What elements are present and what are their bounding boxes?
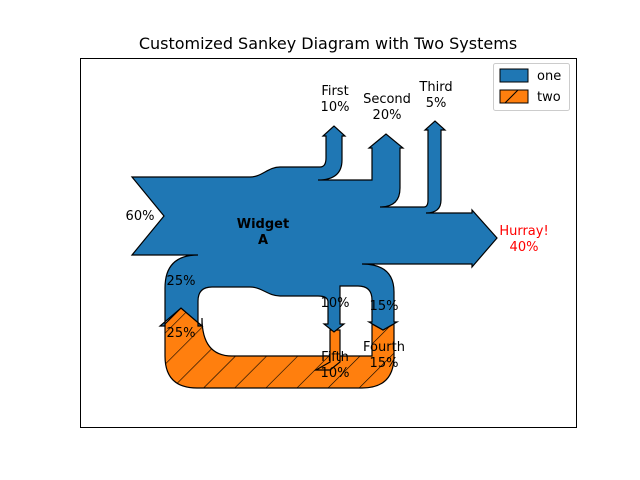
sankey-system-two [164, 307, 395, 389]
legend: one two [493, 63, 570, 111]
legend-swatch-one [499, 68, 529, 83]
fifth-name: Fifth [321, 350, 349, 365]
fifth-value: 10% [321, 366, 350, 381]
system-one-flow [130, 120, 498, 333]
fourth-name: Fourth [363, 340, 405, 355]
loop-out-value: 25% [167, 274, 196, 289]
loop-in-value: 25% [167, 326, 196, 341]
third-name: Third [418, 80, 452, 95]
chart-title: Customized Sankey Diagram with Two Syste… [139, 34, 517, 53]
fifth-out-value: 10% [321, 296, 350, 311]
hurray-name: Hurray! [499, 224, 548, 239]
system-two-hatch [165, 308, 394, 388]
first-name: First [321, 84, 348, 99]
center-label-line2: A [258, 233, 268, 248]
input-value: 60% [126, 209, 155, 224]
axes-frame [80, 58, 577, 428]
legend-swatch-two-hatch [504, 89, 519, 104]
sankey-system-one [130, 120, 498, 333]
fifth-inflow [313, 329, 341, 371]
first-value: 10% [321, 100, 350, 115]
third-value: 5% [426, 96, 447, 111]
fourth-value: 15% [370, 356, 399, 371]
center-label-line1: Widget [237, 217, 289, 232]
second-name: Second [363, 92, 411, 107]
legend-label-two: two [537, 90, 561, 105]
fourth-out-value: 15% [370, 299, 399, 314]
legend-label-one: one [537, 69, 561, 84]
hurray-value: 40% [510, 240, 539, 255]
second-value: 20% [373, 108, 402, 123]
legend-swatch-two [499, 89, 529, 104]
